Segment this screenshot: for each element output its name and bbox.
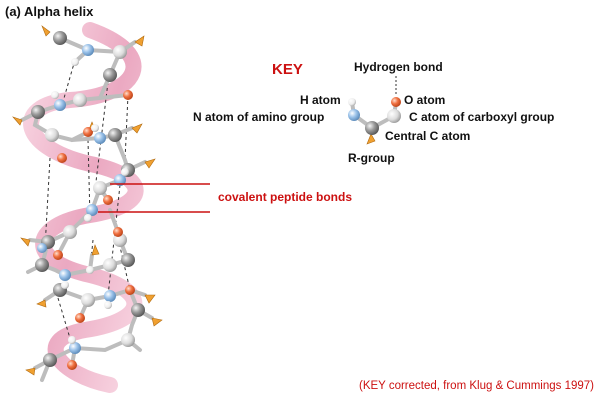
key-label-c-carboxyl: C atom of carboxyl group	[409, 110, 554, 124]
peptide-bond-label: covalent peptide bonds	[218, 190, 352, 204]
key-label-hydrogen-bond: Hydrogen bond	[354, 60, 443, 74]
key-legend: KEY Hydrogen bond H atom N atom of amino…	[193, 60, 554, 165]
key-label-o-atom: O atom	[404, 93, 445, 107]
diagram-title: (a) Alpha helix	[5, 4, 94, 19]
source-credit: (KEY corrected, from Klug & Cummings 199…	[359, 380, 594, 392]
key-label-h-atom: H atom	[300, 93, 341, 107]
peptide-bond-pointers	[98, 183, 210, 213]
helix-atoms	[31, 31, 145, 370]
key-molecule	[348, 76, 401, 145]
key-label-r-group: R-group	[348, 151, 395, 165]
key-heading: KEY	[272, 61, 303, 78]
key-label-n-atom: N atom of amino group	[193, 110, 324, 124]
helix-ribbon	[23, 22, 144, 393]
key-label-central-c: Central C atom	[385, 129, 470, 143]
